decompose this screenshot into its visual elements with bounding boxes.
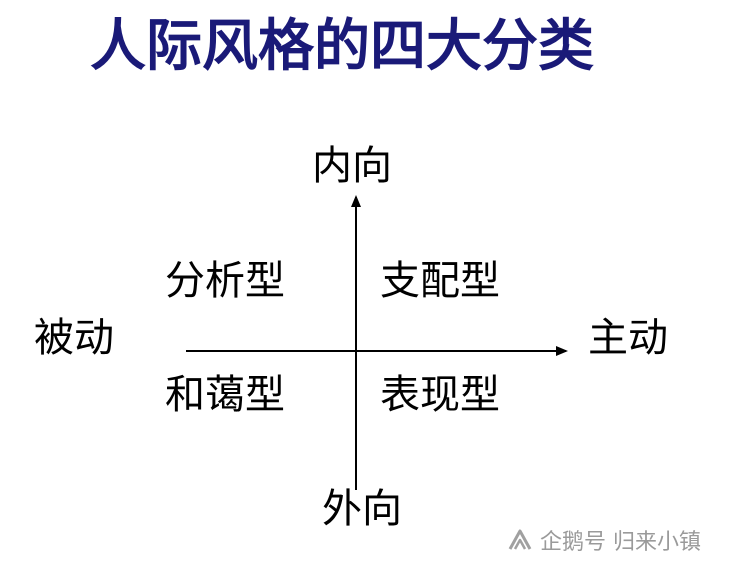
penguin-logo-icon — [508, 529, 532, 550]
axis-label-top: 内向 — [312, 143, 392, 189]
watermark-text: 企鹅号 归来小镇 — [540, 530, 701, 555]
axis-label-right: 主动 — [588, 315, 668, 361]
quadrant-label-bottom-right: 表现型 — [380, 372, 500, 418]
quadrant-label-bottom-left: 和蔼型 — [165, 372, 285, 418]
axis-label-bottom: 外向 — [322, 486, 402, 532]
quadrant-label-top-left: 分析型 — [165, 258, 285, 304]
diagram-title: 人际风格的四大分类 — [90, 14, 594, 79]
quadrant-label-top-right: 支配型 — [380, 258, 500, 304]
watermark: 企鹅号 归来小镇 — [506, 524, 736, 556]
axis-label-left: 被动 — [34, 315, 114, 361]
